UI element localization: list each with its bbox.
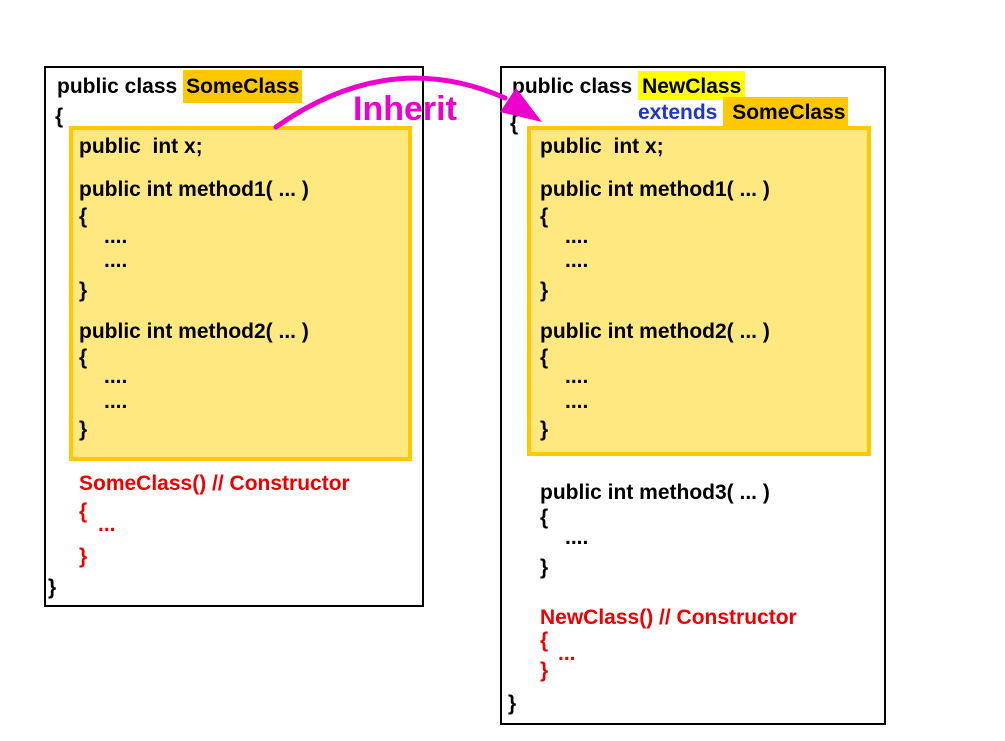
code-line: public int method2( ... )	[79, 320, 309, 343]
code-line: ....	[565, 249, 589, 272]
code-line: public int method1( ... )	[79, 178, 309, 201]
declaration-prefix: public class	[512, 75, 639, 98]
someclass-close-brace: }	[48, 576, 57, 599]
parent-class-highlight: SomeClass	[723, 97, 849, 129]
method3-open-brace: {	[540, 506, 549, 529]
newclass-constructor-signature: NewClass() // Constructor	[540, 606, 797, 629]
code-line: public int x;	[79, 135, 203, 158]
method3-signature: public int method3( ... )	[540, 481, 770, 504]
constructor-open-brace: {	[79, 500, 88, 523]
constructor-body: ...	[558, 642, 576, 665]
extends-clause: extends SomeClass	[638, 97, 849, 129]
code-line: ....	[104, 225, 128, 248]
code-line: }	[79, 418, 88, 441]
someclass-open-brace: {	[55, 105, 64, 128]
constructor-open-brace: {	[540, 629, 549, 652]
someclass-inherited-members-box	[69, 126, 412, 461]
method3-close-brace: }	[540, 556, 549, 579]
code-line: ....	[565, 390, 589, 413]
code-line: ....	[104, 249, 128, 272]
newclass-declaration: public class NewClass	[512, 71, 746, 100]
code-line: public int x;	[540, 135, 664, 158]
code-line: }	[540, 279, 549, 302]
someclass-constructor-signature: SomeClass() // Constructor	[79, 472, 350, 495]
code-line: {	[540, 205, 549, 228]
code-line: {	[79, 346, 88, 369]
someclass-declaration: public class SomeClass	[57, 70, 303, 103]
code-line: public int method2( ... )	[540, 320, 770, 343]
constructor-body: ...	[98, 513, 116, 536]
newclass-open-brace: {	[510, 112, 519, 135]
code-line: public int method1( ... )	[540, 178, 770, 201]
inherit-arrow	[273, 75, 542, 130]
someclass-name-highlight: SomeClass	[183, 70, 303, 103]
newclass-name-highlight: NewClass	[638, 71, 746, 100]
declaration-prefix: public class	[57, 75, 184, 98]
code-line: }	[79, 279, 88, 302]
method3-body: ....	[565, 526, 589, 549]
arrowhead-icon	[500, 88, 542, 122]
code-line: ....	[565, 225, 589, 248]
code-line: ....	[565, 365, 589, 388]
newclass-inherited-members-box	[527, 126, 871, 456]
newclass-close-brace: }	[508, 692, 517, 715]
constructor-close-brace: }	[79, 545, 88, 568]
code-line: ....	[104, 365, 128, 388]
code-line: ....	[104, 390, 128, 413]
extends-keyword: extends	[638, 101, 718, 124]
code-line: {	[540, 346, 549, 369]
inherit-arrow-shaft	[273, 75, 508, 130]
inherit-label: Inherit	[353, 90, 457, 128]
constructor-close-brace: }	[540, 659, 549, 682]
code-line: }	[540, 418, 549, 441]
code-line: {	[79, 205, 88, 228]
